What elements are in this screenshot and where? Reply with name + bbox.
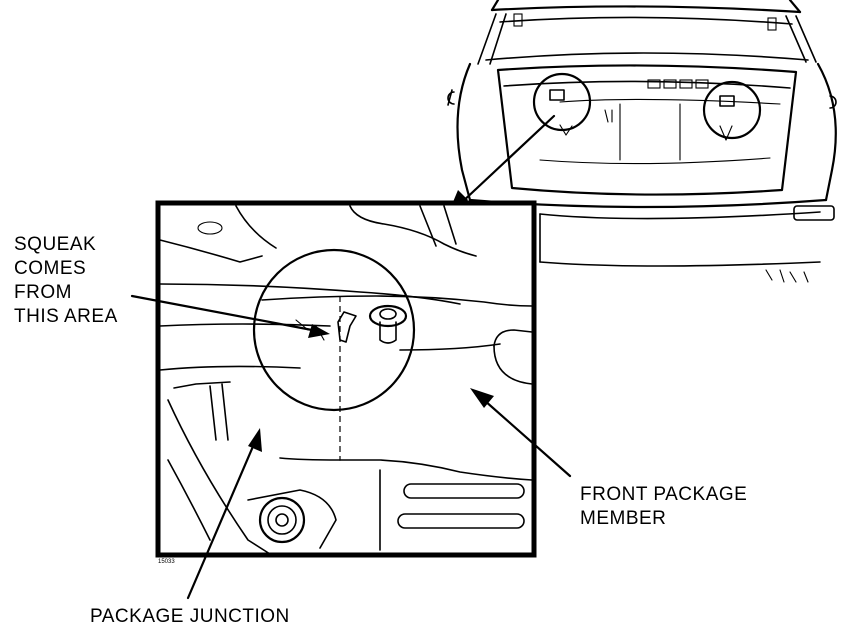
squeak-label: SQUEAK COMES FROM THIS AREA [14,233,118,329]
zoom-arrow [448,114,556,214]
detail-box [155,200,537,558]
squeak-label-line-2: COMES [14,258,87,279]
squeak-arrow [130,294,330,338]
vehicle-rear-view [447,0,837,283]
front-package-member-line-1: FRONT PACKAGE [580,484,748,505]
front-package-arrow [470,388,572,478]
squeak-label-line-3: FROM [14,282,72,303]
figure-reference: 15033 [158,559,175,565]
package-junction-arrow [186,428,262,600]
squeak-label-line-4: THIS AREA [14,306,118,327]
package-junction-label: PACKAGE JUNCTION [90,606,290,627]
squeak-label-line-1: SQUEAK [14,234,97,255]
front-package-member-line-2: MEMBER [580,508,667,529]
front-package-member-label: FRONT PACKAGE MEMBER [580,483,747,531]
